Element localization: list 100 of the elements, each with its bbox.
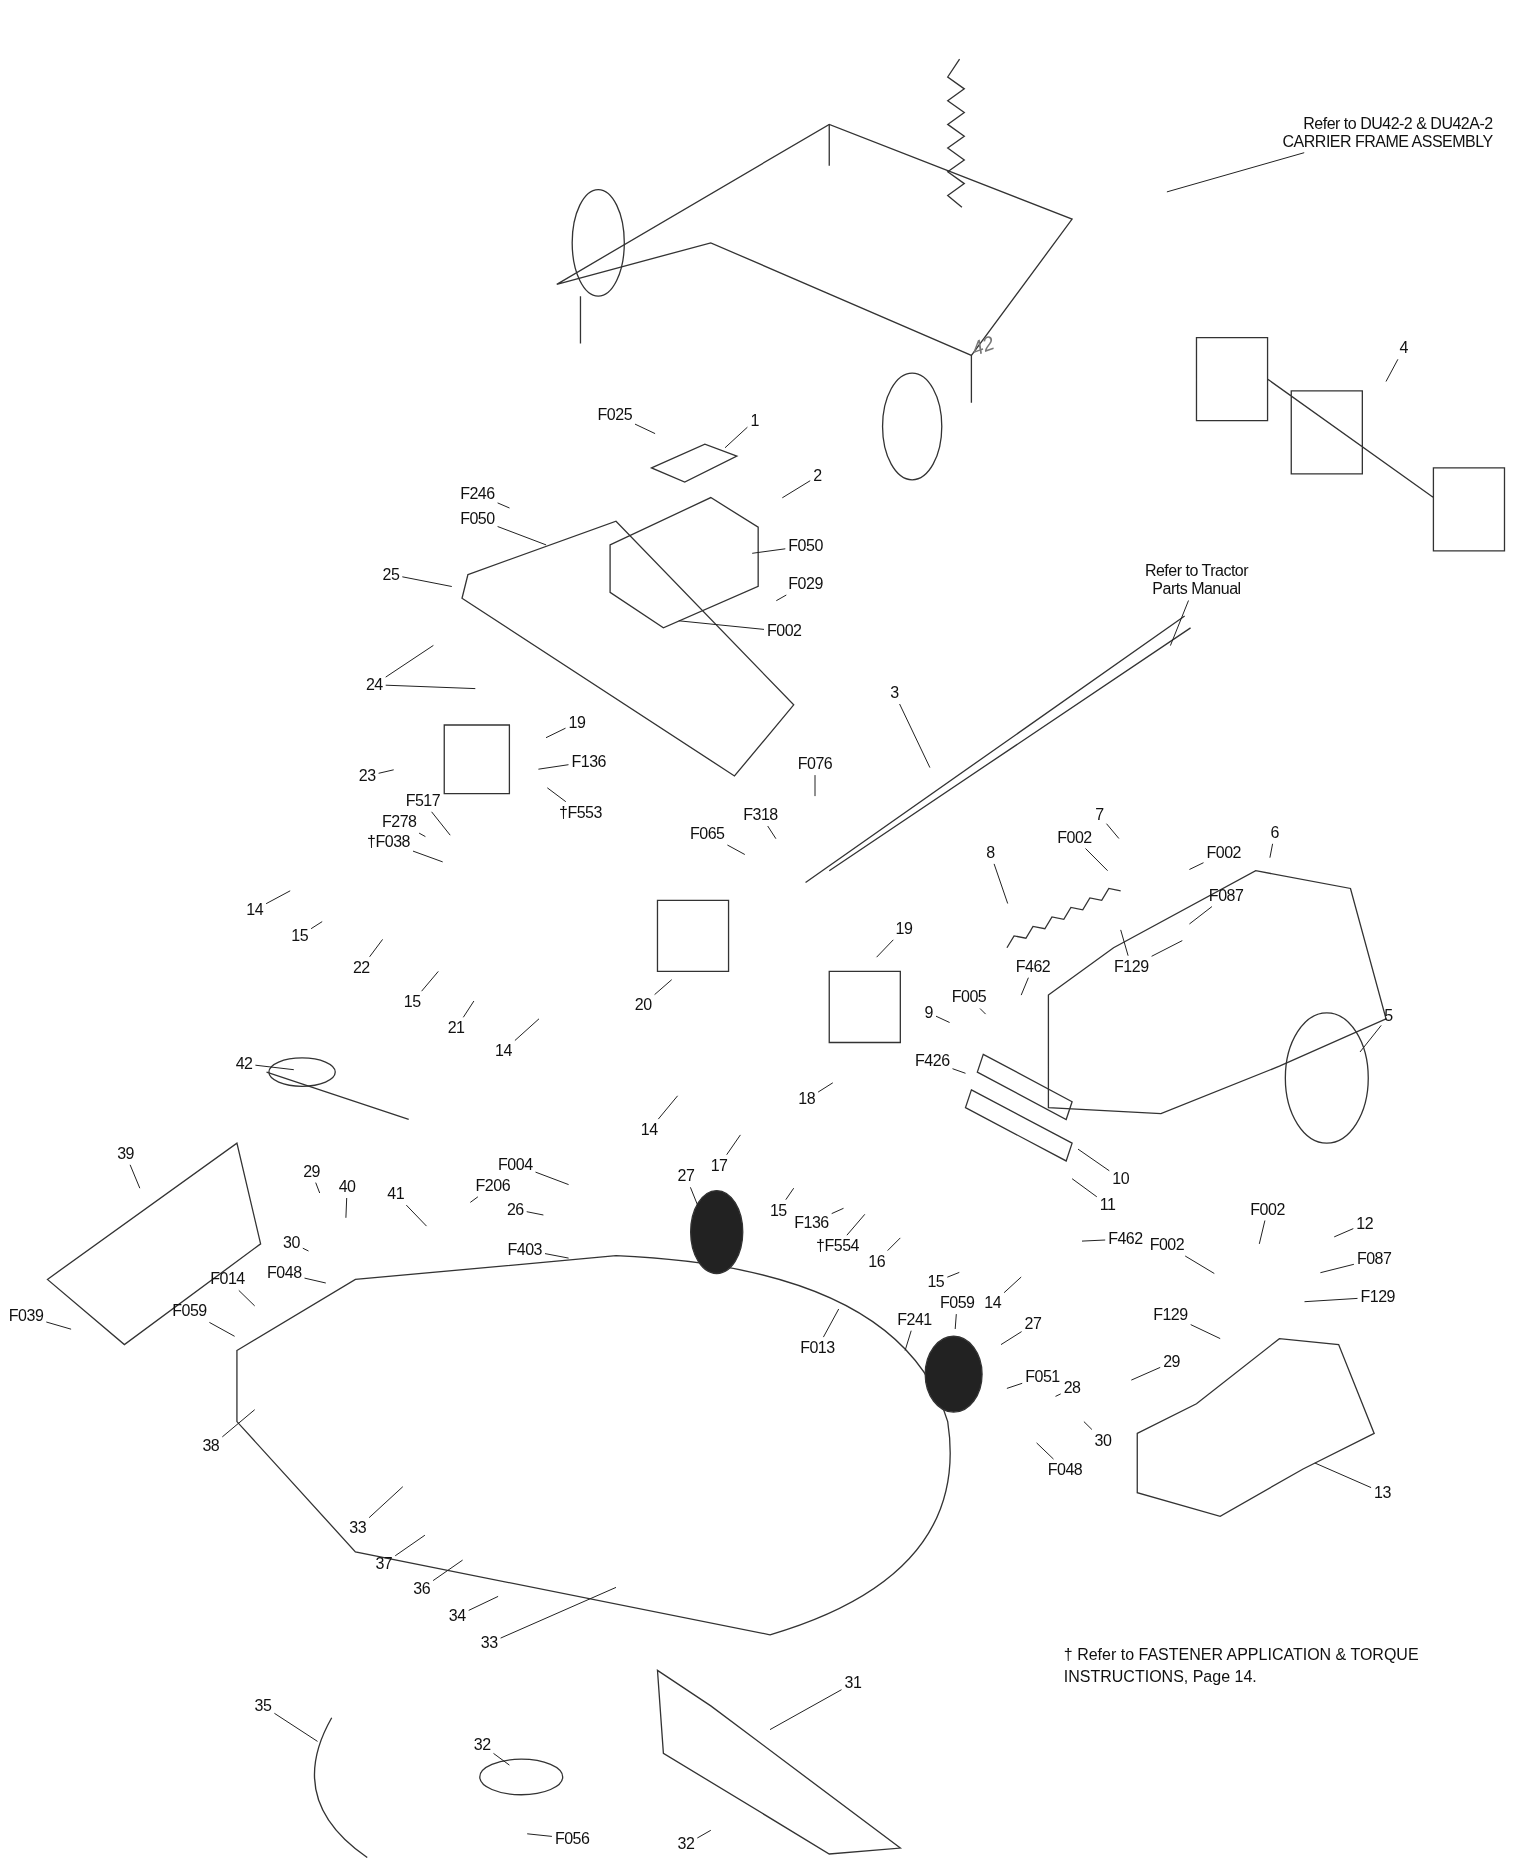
leader-line <box>887 1237 901 1252</box>
leader-line <box>1036 1442 1054 1460</box>
callout-number: F206 <box>475 1176 511 1195</box>
leader-line <box>1055 1393 1062 1397</box>
leader-line <box>696 1829 712 1839</box>
callout-number: F013 <box>800 1339 835 1358</box>
leader-line <box>526 1833 553 1837</box>
leader-line <box>831 1207 844 1215</box>
leader-line <box>514 1018 540 1041</box>
leader-line <box>767 825 777 840</box>
callout-number: F076 <box>797 755 833 774</box>
callout-number: F048 <box>1047 1461 1083 1480</box>
leader-line <box>822 1308 840 1338</box>
callout-number: F050 <box>460 509 495 528</box>
callout-number: 20 <box>634 995 652 1014</box>
leader-line <box>634 423 656 435</box>
callout-number: 27 <box>1024 1315 1042 1334</box>
callout-number: 31 <box>844 1674 862 1693</box>
callout-number: F048 <box>267 1264 302 1283</box>
callout-number: 33 <box>349 1519 367 1538</box>
callout-number: F004 <box>498 1155 533 1174</box>
callout-number: 35 <box>254 1696 272 1715</box>
callout-number: F136 <box>571 752 606 771</box>
leader-line <box>254 1064 295 1071</box>
leader-line <box>304 1277 327 1284</box>
leader-line <box>899 703 931 769</box>
leader-line <box>469 1196 479 1203</box>
callout-number: F014 <box>210 1270 245 1289</box>
leader-line <box>385 684 476 690</box>
leader-line <box>751 548 786 554</box>
leader-line <box>378 769 395 774</box>
leader-line <box>221 1409 256 1438</box>
callout-number: F059 <box>172 1302 207 1321</box>
leader-line <box>769 1689 842 1731</box>
leader-line <box>1385 358 1399 382</box>
leader-line <box>1006 1382 1023 1389</box>
leader-line <box>654 979 673 996</box>
callout-number: †F554 <box>816 1237 859 1256</box>
callout-number: 14 <box>640 1121 658 1140</box>
leader-line <box>1151 940 1183 957</box>
callout-number: 39 <box>117 1144 134 1163</box>
leader-line <box>876 939 894 958</box>
leader-line <box>1269 843 1274 859</box>
callout-number: F129 <box>1114 957 1149 976</box>
callout-number: 19 <box>568 713 586 732</box>
callout-number: F029 <box>788 575 823 593</box>
callout-number: 27 <box>677 1167 695 1186</box>
leader-line <box>678 620 765 630</box>
leader-line <box>1333 1228 1354 1238</box>
callout-number: 40 <box>338 1178 356 1196</box>
callout-number: 7 <box>1095 806 1104 825</box>
callout-number: 28 <box>1063 1379 1081 1398</box>
leader-line <box>315 1182 321 1194</box>
callout-number: F129 <box>1153 1305 1188 1324</box>
callout-number: 36 <box>413 1579 431 1598</box>
leader-line <box>493 1752 510 1766</box>
callout-number: 14 <box>984 1294 1002 1313</box>
callout-number: 23 <box>358 766 376 785</box>
callout-number: 16 <box>868 1252 885 1271</box>
leader-line <box>1120 929 1129 957</box>
leader-line <box>544 1253 570 1259</box>
leader-line <box>1081 1239 1106 1242</box>
leader-line <box>993 863 1009 904</box>
leader-line <box>724 426 748 449</box>
callout-number: 21 <box>447 1019 465 1038</box>
leader-line <box>545 727 566 739</box>
callout-number: F403 <box>507 1240 542 1259</box>
callout-number: F002 <box>1149 1236 1185 1255</box>
callout-number: 42 <box>235 1054 253 1073</box>
callout-number: 5 <box>1384 1007 1393 1026</box>
leader-line <box>657 1095 679 1120</box>
leader-line <box>946 1271 960 1278</box>
callout-number: 17 <box>710 1156 728 1175</box>
leader-line <box>345 1197 348 1219</box>
footnote: † Refer to FASTENER APPLICATION & TORQUE INSTRUCTIONS, Page 14. <box>1063 1645 1420 1688</box>
leader-line <box>1085 848 1109 872</box>
leader-line <box>979 1008 987 1015</box>
leader-line <box>432 1559 464 1582</box>
callout-number: F426 <box>915 1052 950 1071</box>
callout-number: F129 <box>1360 1288 1395 1307</box>
callout-number: 10 <box>1112 1169 1130 1188</box>
callout-number: F002 <box>767 622 802 641</box>
callout-number: 33 <box>480 1634 498 1653</box>
leader-line <box>368 1486 404 1519</box>
callout-number: F087 <box>1208 886 1244 905</box>
leader-line <box>1314 1462 1372 1489</box>
callout-number: 12 <box>1356 1214 1374 1233</box>
callout-number: 15 <box>403 993 421 1012</box>
leader-line <box>238 1289 256 1307</box>
callout-number: 32 <box>473 1735 491 1754</box>
leader-line <box>1020 977 1029 996</box>
callout-number: 15 <box>769 1201 787 1220</box>
callout-number: F051 <box>1025 1367 1060 1386</box>
callout-number: F050 <box>788 537 823 556</box>
callout-number: F318 <box>743 806 778 825</box>
leader-line <box>497 502 510 509</box>
callout-number: 38 <box>202 1437 220 1456</box>
callout-number: F065 <box>690 825 725 843</box>
leader-line <box>781 480 811 499</box>
leader-line <box>468 1595 499 1611</box>
